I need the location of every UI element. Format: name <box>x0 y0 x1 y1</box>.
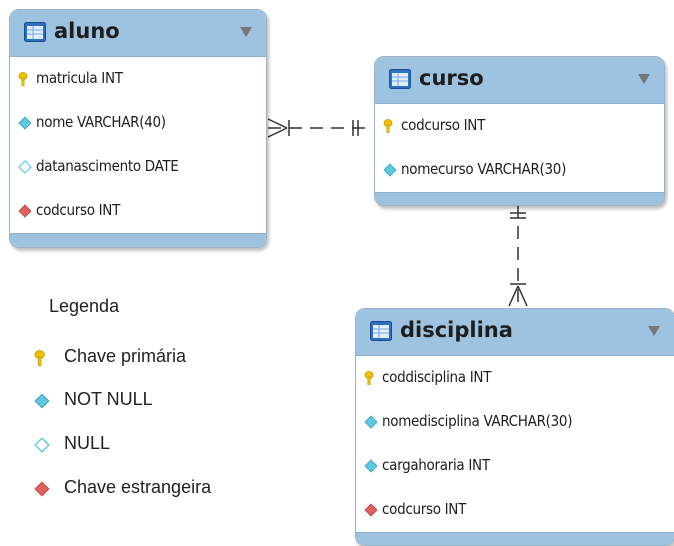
column-label: codcurso INT <box>401 116 486 134</box>
column-label: datanascimento DATE <box>36 157 179 175</box>
key-icon <box>34 350 45 366</box>
entity-footer <box>356 532 674 545</box>
column-row[interactable]: codcurso INT <box>356 488 674 532</box>
entity-aluno[interactable]: aluno matricula INT nome VARCHAR(40) dat… <box>9 9 267 248</box>
legend-label: Chave estrangeira <box>64 477 212 497</box>
column-label: codcurso INT <box>36 201 121 219</box>
column-row[interactable]: cargahoraria INT <box>356 444 674 488</box>
key-icon <box>383 119 393 133</box>
entity-title: curso <box>419 66 484 90</box>
legend-label: Chave primária <box>64 346 187 366</box>
entity-curso[interactable]: curso codcurso INT nomecurso VARCHAR(30) <box>374 56 665 206</box>
entity-title: disciplina <box>400 318 513 342</box>
column-row[interactable]: nome VARCHAR(40) <box>10 101 266 145</box>
column-label: matricula INT <box>36 69 123 87</box>
column-label: cargahoraria INT <box>382 456 490 474</box>
table-icon <box>370 321 392 341</box>
key-icon <box>18 72 28 86</box>
relationship-curso-disciplina <box>508 205 528 307</box>
not-null-diamond-icon <box>383 163 397 177</box>
entity-footer <box>375 192 664 205</box>
column-row[interactable]: coddisciplina INT <box>356 356 674 400</box>
collapse-triangle-icon[interactable] <box>638 74 650 84</box>
collapse-triangle-icon[interactable] <box>240 27 252 37</box>
legend-title: Legenda <box>49 296 120 316</box>
legend-label: NOT NULL <box>64 389 153 409</box>
column-row[interactable]: nomecurso VARCHAR(30) <box>375 148 664 192</box>
key-icon <box>364 371 374 385</box>
entity-title: aluno <box>54 19 120 43</box>
entity-header[interactable]: curso <box>375 57 664 104</box>
not-null-diamond-icon <box>364 415 378 429</box>
nullable-diamond-icon <box>34 437 50 453</box>
table-icon <box>24 22 46 42</box>
relationship-aluno-curso <box>267 118 372 138</box>
column-row[interactable]: matricula INT <box>10 57 266 101</box>
column-label: codcurso INT <box>382 500 467 518</box>
not-null-diamond-icon <box>364 459 378 473</box>
column-label: nomecurso VARCHAR(30) <box>401 160 567 178</box>
foreign-key-diamond-icon <box>34 481 50 497</box>
column-label: coddisciplina INT <box>382 368 492 386</box>
not-null-diamond-icon <box>18 116 32 130</box>
entity-header[interactable]: aluno <box>10 10 266 57</box>
column-row[interactable]: codcurso INT <box>10 189 266 233</box>
column-row[interactable]: datanascimento DATE <box>10 145 266 189</box>
nullable-diamond-icon <box>18 160 32 174</box>
foreign-key-diamond-icon <box>364 503 378 517</box>
entity-footer <box>10 233 266 247</box>
column-row[interactable]: codcurso INT <box>375 104 664 148</box>
column-row[interactable]: nomedisciplina VARCHAR(30) <box>356 400 674 444</box>
foreign-key-diamond-icon <box>18 204 32 218</box>
legend-label: NULL <box>64 433 111 453</box>
entity-header[interactable]: disciplina <box>356 309 674 356</box>
table-icon <box>389 69 411 89</box>
collapse-triangle-icon[interactable] <box>648 326 660 336</box>
column-label: nome VARCHAR(40) <box>36 113 166 131</box>
not-null-diamond-icon <box>34 393 50 409</box>
entity-disciplina[interactable]: disciplina coddisciplina INT nomediscipl… <box>355 308 674 546</box>
column-label: nomedisciplina VARCHAR(30) <box>382 412 573 430</box>
